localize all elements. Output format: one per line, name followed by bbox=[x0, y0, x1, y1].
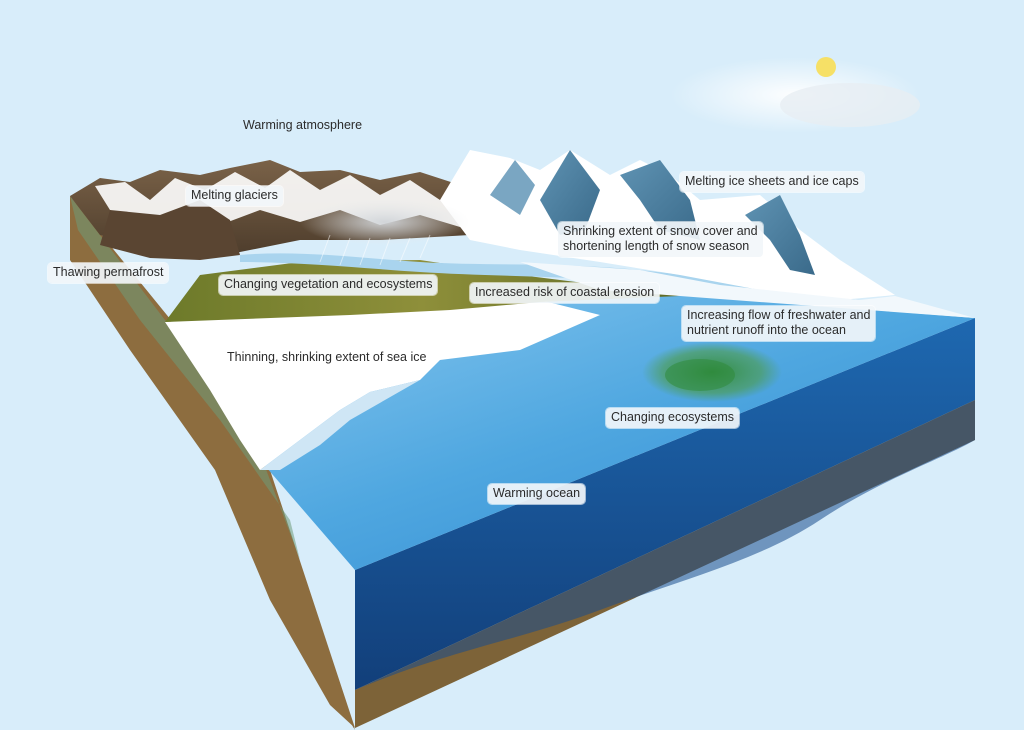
permafrost-side bbox=[70, 196, 355, 728]
freshwater-line-1: Increasing flow of freshwater and bbox=[687, 308, 871, 322]
sea-ice-edge bbox=[260, 380, 420, 470]
ice-ridge-3 bbox=[745, 195, 815, 275]
label-melting-ice-sheets: Melting ice sheets and ice caps bbox=[680, 172, 864, 192]
label-sea-ice: Thinning, shrinking extent of sea ice bbox=[227, 350, 427, 364]
label-warming-ocean: Warming ocean bbox=[488, 484, 586, 504]
label-changing-vegetation: Changing vegetation and ecosystems bbox=[219, 275, 438, 295]
snow-plain-right bbox=[520, 262, 975, 318]
label-freshwater-runoff: Increasing flow of freshwater and nutrie… bbox=[682, 306, 876, 341]
cloud-icon-puff bbox=[780, 83, 920, 127]
label-snow-cover: Shrinking extent of snow cover and short… bbox=[558, 222, 763, 257]
sea-ice bbox=[165, 300, 600, 470]
ocean-side-wall bbox=[355, 318, 975, 690]
label-warming-atmosphere: Warming atmosphere bbox=[243, 118, 363, 132]
algae-bloom-core bbox=[665, 359, 735, 391]
seabed-wave bbox=[355, 400, 975, 690]
ice-ridge-2 bbox=[620, 160, 700, 240]
sun-icon bbox=[816, 57, 836, 77]
ice-ridge-4 bbox=[490, 160, 535, 215]
ice-ridge-1 bbox=[540, 150, 600, 235]
snow-cover-line-2: shortening length of snow season bbox=[563, 239, 750, 253]
label-coastal-erosion: Increased risk of coastal erosion bbox=[470, 283, 660, 303]
freshwater-line-2: nutrient runoff into the ocean bbox=[687, 323, 846, 337]
foreground-hills bbox=[100, 200, 240, 260]
label-melting-glaciers: Melting glaciers bbox=[186, 186, 283, 206]
snow-cover-line-1: Shrinking extent of snow cover and bbox=[563, 224, 758, 238]
rain-cloud-icon bbox=[300, 198, 470, 246]
label-thawing-permafrost: Thawing permafrost bbox=[48, 263, 169, 283]
meltwater-river bbox=[240, 253, 860, 305]
label-changing-ecosystems: Changing ecosystems bbox=[606, 408, 739, 428]
rain-streaks bbox=[319, 234, 431, 266]
permafrost-edge-green bbox=[70, 196, 300, 560]
